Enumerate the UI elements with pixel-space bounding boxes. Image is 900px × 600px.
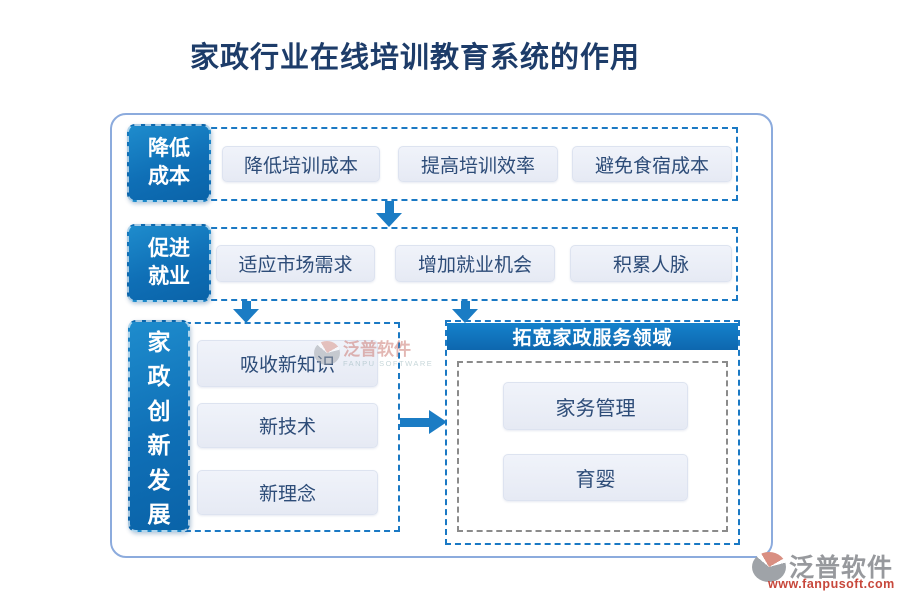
watermark: 泛普软件 FANPU SOFTWARE xyxy=(314,341,433,368)
arrow-down-icon-row2-innovation xyxy=(233,301,259,323)
promote-employment-label-line1: 促进 xyxy=(148,236,190,260)
fanpu-logo-icon xyxy=(752,552,786,582)
expansion-header: 拓宽家政服务领域 xyxy=(447,323,738,350)
item-new-technology: 新技术 xyxy=(197,403,378,448)
reduce-cost-label: 降低 成本 xyxy=(127,124,211,202)
reduce-cost-label-line1: 降低 xyxy=(148,136,190,160)
innovation-label-char: 家 xyxy=(147,328,171,355)
item-avoid-board-lodging-cost: 避免食宿成本 xyxy=(572,146,732,182)
item-increase-job-opportunities: 增加就业机会 xyxy=(395,245,555,282)
footer-brand-name: 泛普软件 xyxy=(789,554,894,582)
item-housework-management: 家务管理 xyxy=(503,382,688,430)
innovation-label-char: 创 xyxy=(147,397,171,424)
expansion-inner-border xyxy=(457,361,728,532)
innovation-label-char: 发 xyxy=(147,466,171,493)
promote-employment-label: 促进 就业 xyxy=(127,224,211,302)
watermark-brand: 泛普软件 xyxy=(343,340,411,359)
fanpu-logo-icon xyxy=(314,341,340,365)
item-infant-care: 育婴 xyxy=(503,454,688,501)
item-absorb-new-knowledge: 吸收新知识 xyxy=(197,340,378,387)
item-adapt-market-demand: 适应市场需求 xyxy=(216,245,375,282)
item-reduce-training-cost: 降低培训成本 xyxy=(222,146,380,182)
innovation-label-char: 展 xyxy=(147,501,171,528)
innovation-label-char: 新 xyxy=(147,432,171,459)
reduce-cost-label-line2: 成本 xyxy=(148,165,190,188)
page-title: 家政行业在线培训教育系统的作用 xyxy=(189,42,640,74)
innovation-label-char: 政 xyxy=(147,363,171,390)
item-new-concepts: 新理念 xyxy=(197,470,378,515)
item-improve-training-efficiency: 提高培训效率 xyxy=(398,146,558,182)
arrow-down-icon-row2-expansion xyxy=(452,301,478,323)
promote-employment-label-line2: 就业 xyxy=(148,265,190,288)
arrow-down-icon-row1-row2 xyxy=(376,201,402,227)
item-accumulate-connections: 积累人脉 xyxy=(570,245,732,282)
innovation-label: 家 政 创 新 发 展 xyxy=(128,320,190,532)
watermark-brand-en: FANPU SOFTWARE xyxy=(343,358,434,368)
arrow-right-icon-innovation-expansion xyxy=(400,410,447,434)
footer-brand: 泛普软件 www.fanpusoft.com xyxy=(745,548,897,596)
footer-brand-website: www.fanpusoft.com xyxy=(768,577,895,591)
